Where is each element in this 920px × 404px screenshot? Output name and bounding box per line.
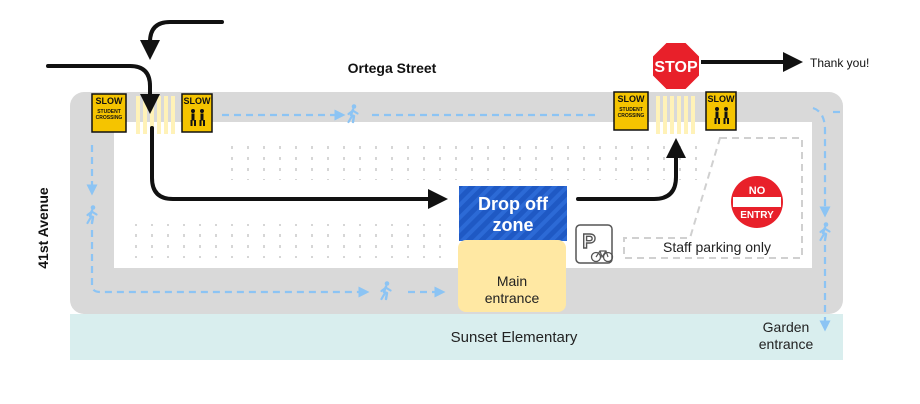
children-crossing-icon	[714, 107, 729, 124]
school-band	[70, 314, 843, 360]
children-crossing-sign: SLOW	[181, 93, 213, 133]
svg-text:NO: NO	[749, 185, 766, 197]
slow-student-crossing-sign: SLOW STUDENT CROSSING	[91, 93, 127, 133]
svg-text:STUDENT: STUDENT	[619, 107, 643, 113]
staff-parking-label: Staff parking only	[663, 239, 771, 255]
garden-entrance-label: entrance	[759, 336, 814, 352]
svg-text:SLOW: SLOW	[96, 96, 124, 106]
svg-text:SLOW: SLOW	[708, 94, 736, 104]
children-crossing-sign: SLOW	[705, 91, 737, 131]
walking-paths	[86, 106, 840, 332]
parking-bike-icon: P	[575, 224, 614, 264]
crosswalk-right	[656, 96, 695, 134]
street-label-ortega: Ortega Street	[348, 60, 437, 76]
crosswalk-left	[136, 96, 175, 134]
drop-off-zone[interactable]: Drop off zone	[459, 186, 567, 241]
children-crossing-icon	[190, 109, 205, 126]
slow-student-crossing-sign: SLOW STUDENT CROSSING	[613, 91, 649, 131]
drop-off-label: zone	[492, 215, 533, 235]
main-entrance-label: Main	[497, 273, 527, 289]
svg-text:ENTRY: ENTRY	[740, 210, 774, 221]
street-label-41st: 41st Avenue	[35, 187, 51, 269]
main-entrance[interactable]: Main entrance	[458, 240, 566, 312]
svg-text:CROSSING: CROSSING	[96, 115, 123, 121]
garden-entrance-label: Garden	[763, 319, 810, 335]
svg-text:STUDENT: STUDENT	[97, 109, 121, 115]
lot-dots-lower	[122, 224, 452, 258]
svg-text:STOP: STOP	[654, 59, 698, 76]
stop-sign: STOP	[651, 41, 701, 91]
thank-you-label: Thank you!	[810, 56, 869, 70]
main-entrance-label: entrance	[485, 290, 540, 306]
svg-text:SLOW: SLOW	[184, 96, 212, 106]
no-entry-sign: NO ENTRY	[731, 176, 783, 228]
school-name: Sunset Elementary	[451, 329, 578, 346]
svg-text:P: P	[582, 231, 595, 253]
svg-text:CROSSING: CROSSING	[618, 113, 645, 119]
driving-route	[46, 20, 803, 209]
lot-dots-upper	[220, 138, 700, 180]
drop-off-label: Drop off	[478, 194, 549, 214]
svg-text:SLOW: SLOW	[618, 94, 646, 104]
